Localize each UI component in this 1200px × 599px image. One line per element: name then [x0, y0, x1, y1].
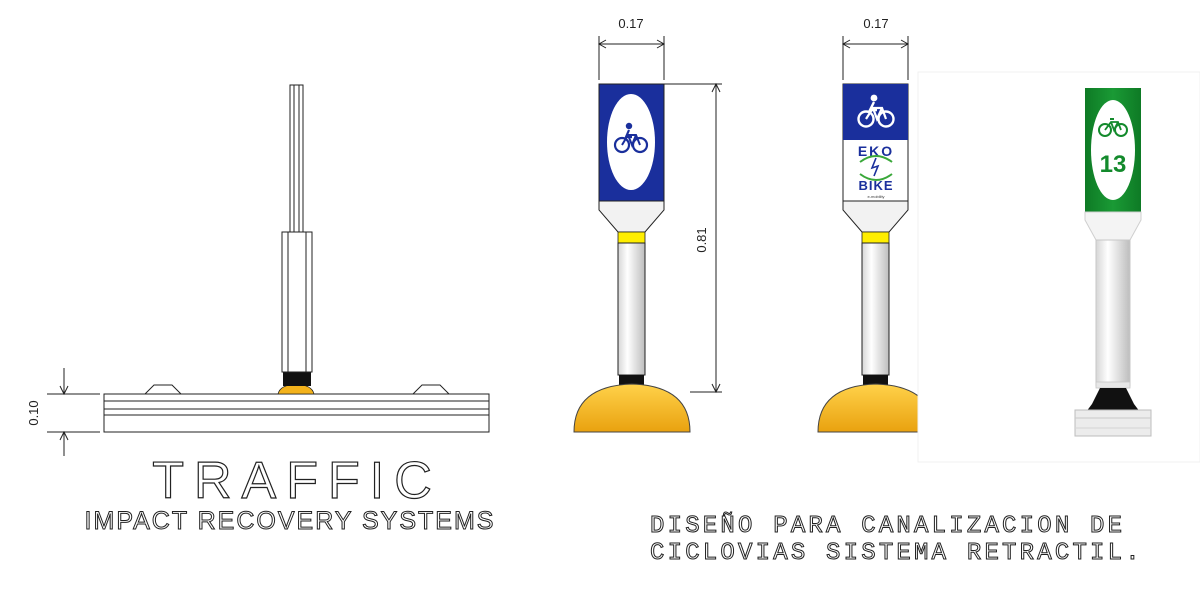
brand-title: TRAFFIC: [152, 452, 442, 510]
post-b: 0.17 EKO BIKE e-mobility: [817, 16, 935, 433]
post-c-number: 13: [1100, 151, 1127, 178]
post-b-width-label: 0.17: [863, 16, 888, 31]
bicycle-icon: [857, 94, 895, 128]
left-bump: [144, 384, 182, 395]
right-bump: [412, 384, 450, 395]
bicycle-icon: [1098, 118, 1128, 137]
post-a: 0.17 0.81: [573, 16, 722, 433]
post-c: 13: [917, 71, 1200, 463]
post-c-joint: [1086, 388, 1140, 412]
base-slab: [103, 393, 490, 433]
post-b-logo-top: EKO: [858, 143, 894, 159]
post-b-tube: [861, 242, 890, 376]
post-b-base: [817, 383, 935, 433]
caption-line-2: CICLOVIAS SISTEMA RETRACTIL.: [650, 540, 1143, 567]
brand-subtitle: IMPACT RECOVERY SYSTEMS: [85, 507, 496, 535]
caption-line-1: DISEÑO PARA CANALIZACION DE: [650, 512, 1125, 540]
lower-tube: [281, 231, 313, 373]
post-a-height-label: 0.81: [694, 227, 709, 252]
side-view: 0.10: [26, 84, 490, 456]
black-joint: [283, 372, 311, 386]
post-b-logo-bottom: BIKE: [858, 178, 893, 193]
post-b-logo-small: e-mobility: [867, 194, 884, 199]
post-b-band: [861, 231, 890, 244]
base-height-label: 0.10: [26, 400, 41, 425]
post-c-tube: [1095, 239, 1131, 387]
post-a-width-label: 0.17: [618, 16, 643, 31]
post-c-base: [1074, 409, 1152, 437]
post-a-tube: [617, 242, 646, 376]
bicycle-icon: [613, 122, 649, 154]
top-rod: [289, 84, 304, 233]
post-a-band: [617, 231, 646, 244]
post-a-base: [573, 383, 691, 433]
